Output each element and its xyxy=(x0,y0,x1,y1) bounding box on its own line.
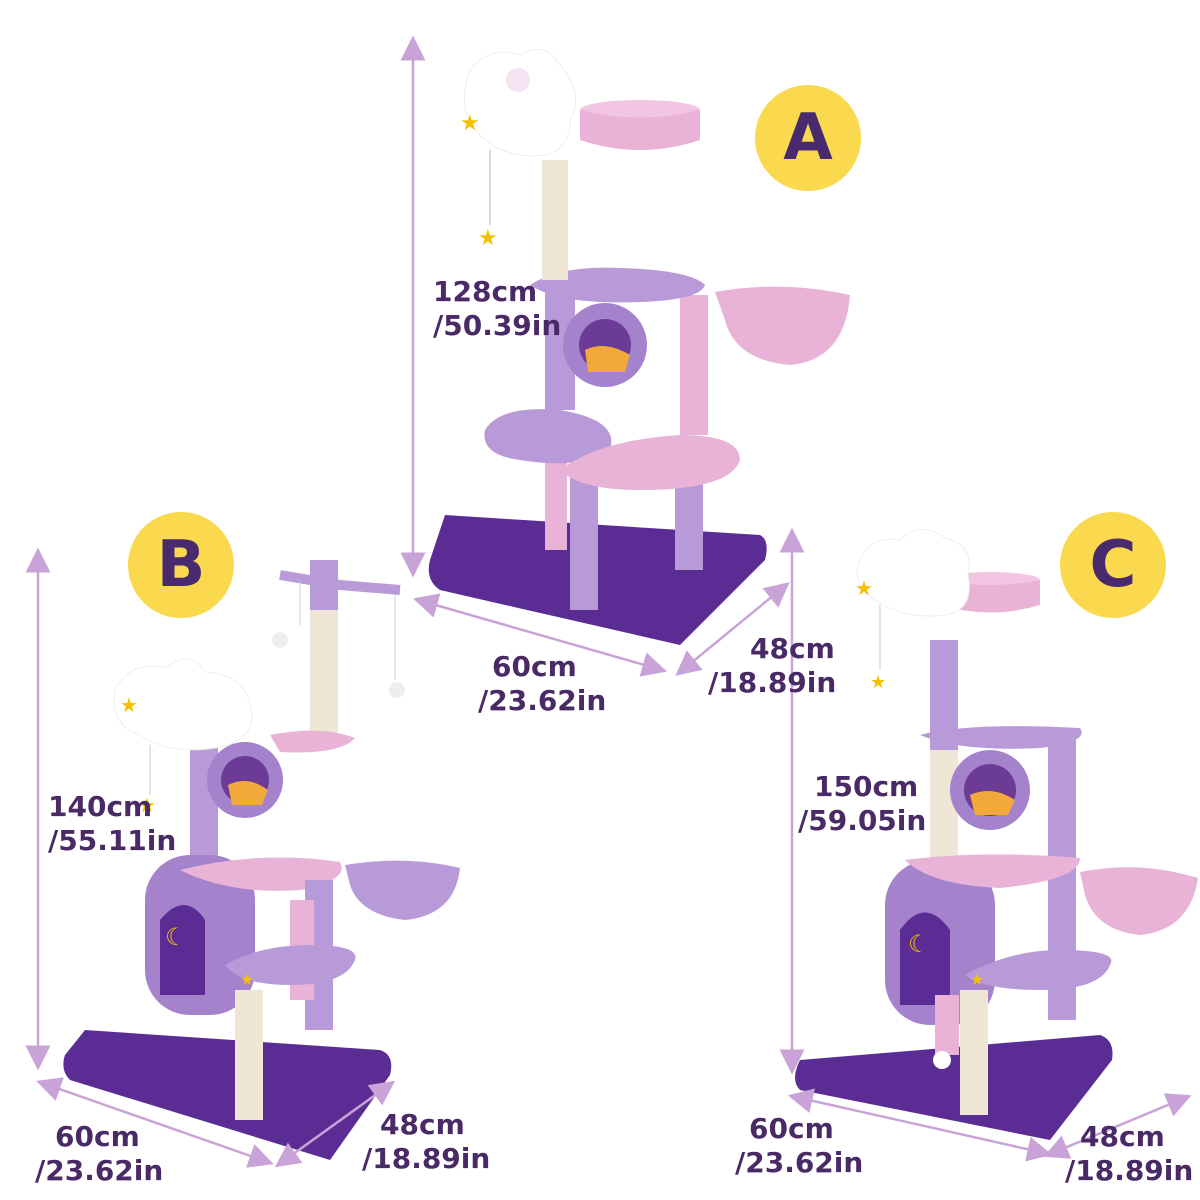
svg-text:☾: ☾ xyxy=(165,923,187,951)
depth-arrow-b xyxy=(274,1080,396,1168)
svg-text:☾: ☾ xyxy=(908,930,930,958)
width-cm-c: 60cm xyxy=(749,1112,834,1145)
svg-text:★: ★ xyxy=(478,226,498,251)
width-cm-b: 60cm xyxy=(55,1120,140,1153)
svg-text:★: ★ xyxy=(870,672,886,693)
width-arrow-a xyxy=(412,593,668,677)
variant-badge-a: A xyxy=(755,85,861,191)
height-label-c: 150cm /59.05in xyxy=(798,770,926,838)
height-cm-a: 128cm xyxy=(433,275,538,308)
height-label-b: 140cm /55.11in xyxy=(48,790,176,858)
height-cm-c: 150cm xyxy=(814,770,919,803)
depth-cm-b: 48cm xyxy=(380,1108,465,1141)
width-label-a: 60cm /23.62in xyxy=(478,650,606,718)
width-label-b: 60cm /23.62in xyxy=(35,1120,163,1188)
width-cm-a: 60cm xyxy=(492,650,577,683)
depth-in-a: /18.89in xyxy=(708,666,837,699)
width-in-b: /23.62in xyxy=(35,1154,164,1187)
svg-text:★: ★ xyxy=(460,111,480,136)
width-arrow-c xyxy=(787,1088,1053,1162)
svg-text:★: ★ xyxy=(855,576,873,600)
svg-text:★: ★ xyxy=(240,970,254,989)
depth-in-b: /18.89in xyxy=(362,1142,491,1175)
width-in-c: /23.62in xyxy=(735,1146,864,1179)
width-arrow-b xyxy=(36,1077,274,1168)
dimension-arrows xyxy=(25,35,1192,1168)
cat-tree-b: ★ ★ ☾ ★ xyxy=(63,560,460,1160)
height-in-b: /55.11in xyxy=(48,824,177,857)
depth-in-c: /18.89in xyxy=(1065,1154,1194,1187)
width-in-a: /23.62in xyxy=(478,684,607,717)
depth-arrow-c xyxy=(1043,1093,1192,1159)
width-label-c: 60cm /23.62in xyxy=(735,1112,863,1180)
depth-label-a: 48cm /18.89in xyxy=(708,632,836,700)
height-in-c: /59.05in xyxy=(798,804,927,837)
depth-label-c: 48cm /18.89in xyxy=(1005,1120,1193,1188)
height-cm-b: 140cm xyxy=(48,790,153,823)
depth-arrow-a xyxy=(675,582,790,676)
depth-cm-a: 48cm xyxy=(750,632,835,665)
variant-badge-b: B xyxy=(128,512,234,618)
variant-badge-c: C xyxy=(1060,512,1166,618)
svg-text:★: ★ xyxy=(120,693,138,717)
svg-text:★: ★ xyxy=(138,793,156,817)
depth-cm-c: 48cm xyxy=(1080,1120,1165,1153)
depth-label-b: 48cm /18.89in xyxy=(362,1108,490,1176)
height-label-a: 128cm /50.39in xyxy=(433,275,561,343)
height-in-a: /50.39in xyxy=(433,309,562,342)
svg-text:★: ★ xyxy=(970,970,984,989)
